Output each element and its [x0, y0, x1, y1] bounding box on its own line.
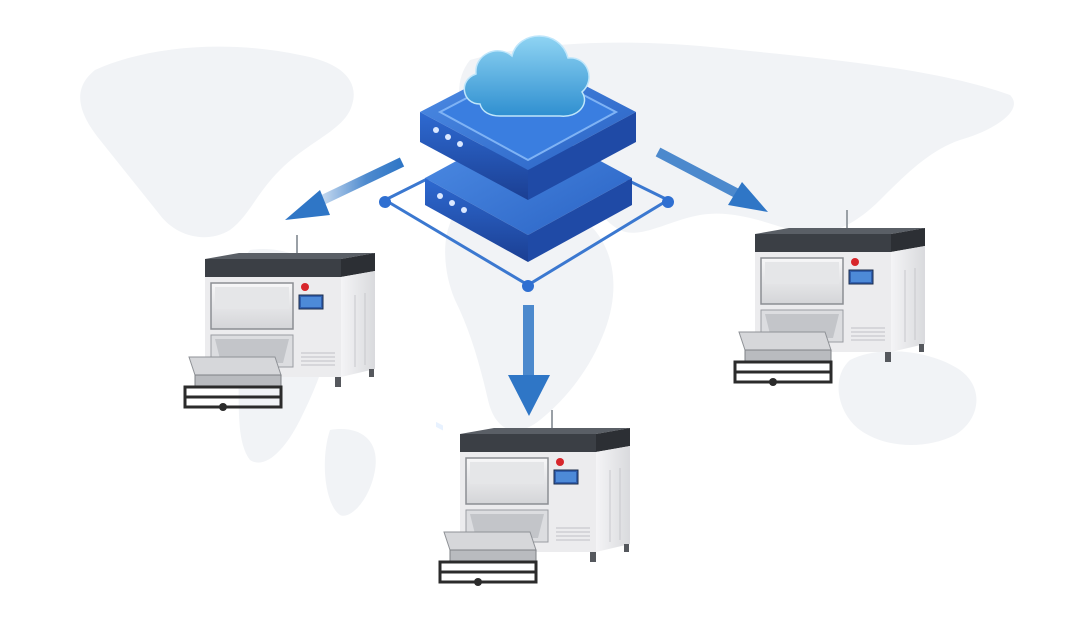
edge-to-machine-right — [655, 147, 768, 212]
edge-to-machine-bottom — [508, 305, 550, 416]
industrial-3d-printer-icon — [438, 408, 632, 588]
machine-left — [183, 233, 377, 413]
machine-bottom — [438, 408, 632, 588]
arrow-left-icon — [285, 190, 330, 220]
edge-to-machine-left — [285, 157, 405, 220]
arrow-right-icon — [728, 182, 768, 212]
arrow-down-icon — [508, 375, 550, 416]
cloud-server-icon — [379, 35, 674, 431]
industrial-3d-printer-icon — [183, 233, 377, 413]
